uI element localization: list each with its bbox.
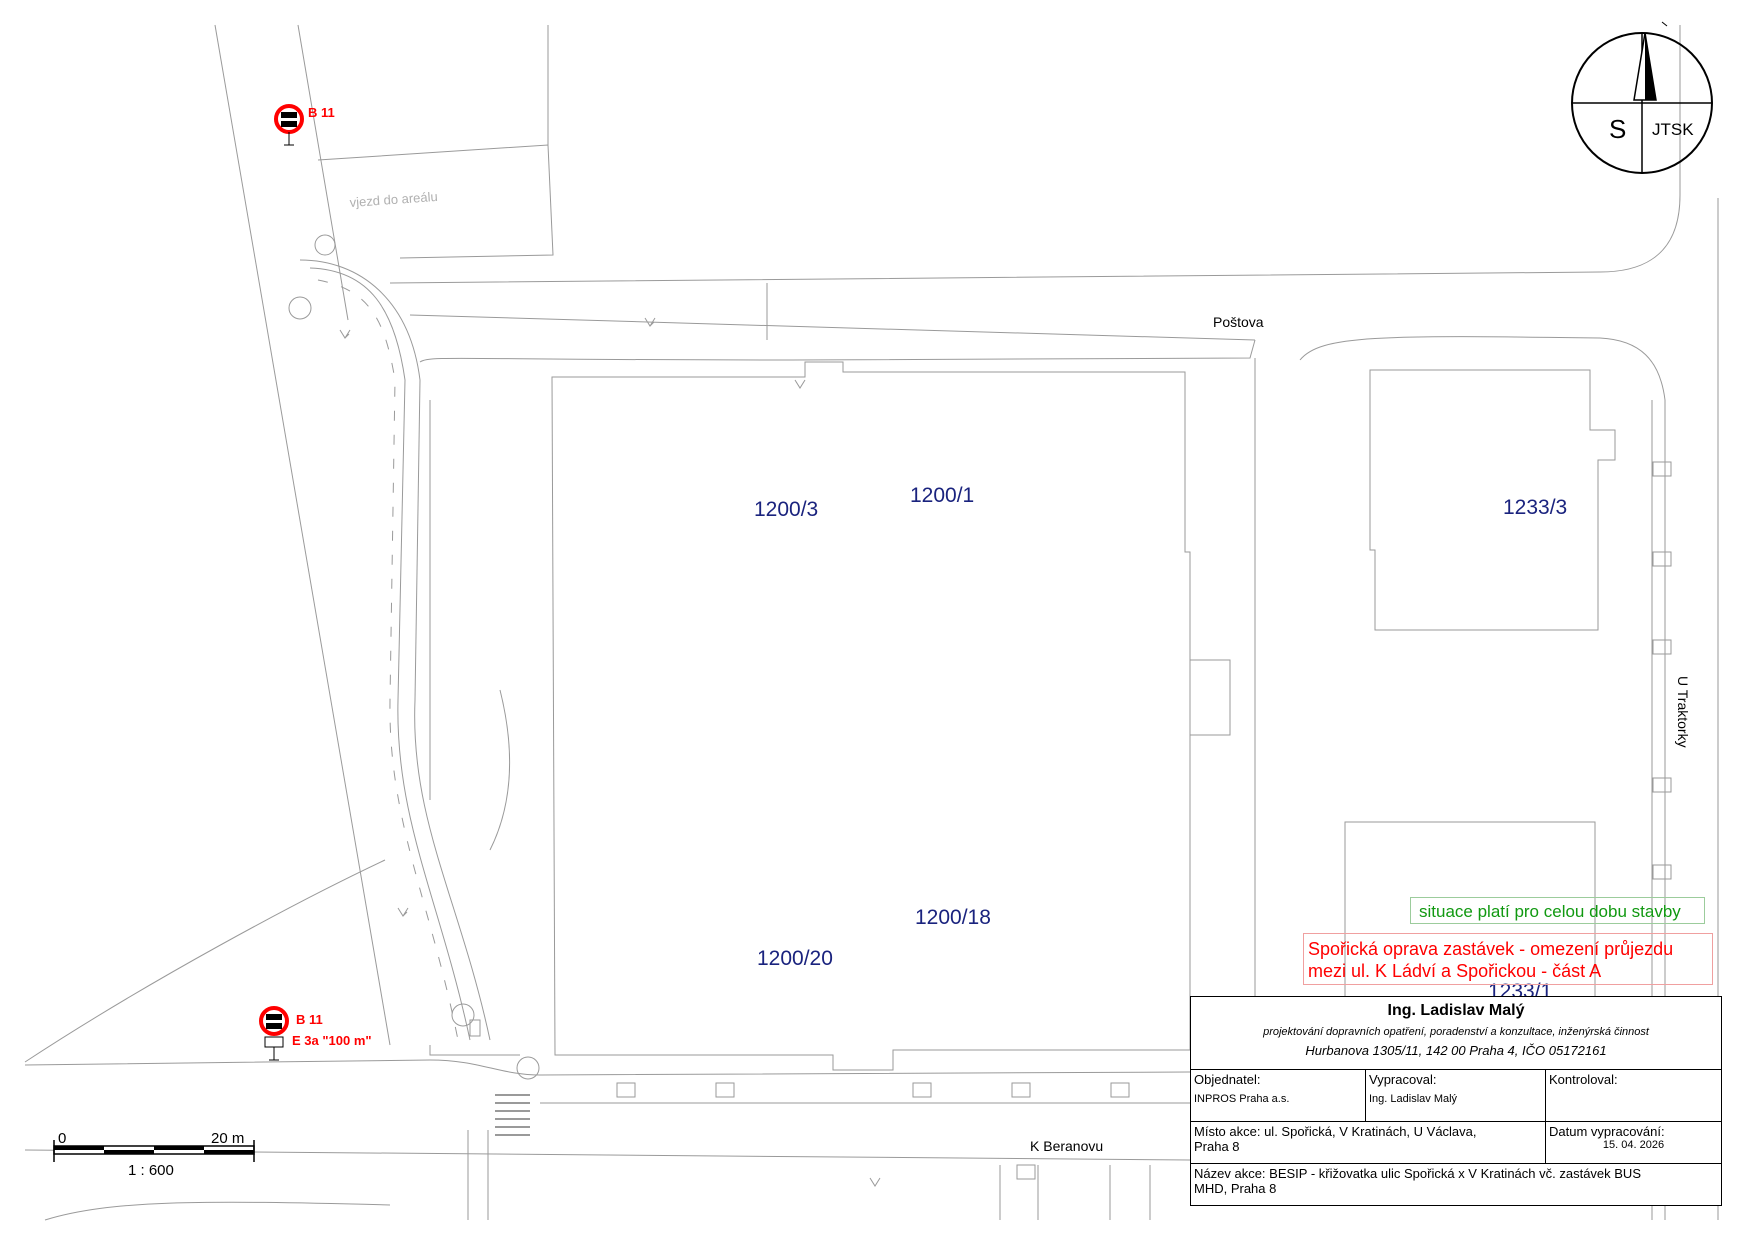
location-cell: Místo akce: ul. Spořická, V Kratinách, U… xyxy=(1191,1121,1546,1163)
compass-letter: S xyxy=(1609,114,1626,144)
project-note: Spořická oprava zastávek - omezení průje… xyxy=(1303,933,1713,985)
greenery-symbol xyxy=(397,907,409,917)
sign-b11-bottom xyxy=(259,1006,289,1061)
action-line2: MHD, Praha 8 xyxy=(1194,1181,1277,1196)
greenery-symbol xyxy=(794,379,806,389)
compound-fence xyxy=(317,144,554,259)
author-cell: Vypracoval: Ing. Ladislav Malý xyxy=(1366,1069,1546,1121)
greenery-symbol xyxy=(869,1177,881,1187)
diagonal-boundary xyxy=(24,859,386,1063)
parcel-number: 1200/1 xyxy=(910,484,974,507)
parking-bay xyxy=(912,1082,932,1098)
access-road-outer xyxy=(299,259,491,1041)
access-label: vjezd do areálu xyxy=(349,189,438,210)
scale-end: 20 m xyxy=(211,1130,244,1147)
parking-bay xyxy=(1110,1082,1130,1098)
location-line1: Místo akce: ul. Spořická, V Kratinách, U… xyxy=(1194,1124,1477,1139)
postova-bottom-right xyxy=(1299,336,1666,1220)
traffic-symbol xyxy=(516,1056,540,1080)
parcel-number: 1233/3 xyxy=(1503,496,1567,519)
date-label: Datum vypracování: xyxy=(1549,1124,1665,1139)
parking-bay xyxy=(1652,639,1672,655)
scale-ratio: 1 : 600 xyxy=(128,1162,174,1179)
scale-zero: 0 xyxy=(58,1130,66,1147)
company-address: Hurbanova 1305/11, 142 00 Praha 4, IČO 0… xyxy=(1305,1043,1607,1058)
inner-curve-boundary xyxy=(489,689,511,851)
parcel-number: 1200/20 xyxy=(757,947,833,970)
road-edge-left xyxy=(214,24,391,1046)
traffic-symbol xyxy=(469,1019,481,1037)
access-road-inner xyxy=(309,267,471,1041)
postova-mid-line xyxy=(409,314,1256,341)
company-services: projektování dopravních opatření, porade… xyxy=(1263,1026,1649,1038)
compass-system: JTSK xyxy=(1652,120,1694,139)
location-line2: Praha 8 xyxy=(1194,1139,1240,1154)
road-edge-right xyxy=(297,24,349,321)
action-line1: Název akce: BESIP - křižovatka ulic Spoř… xyxy=(1194,1166,1641,1181)
date-cell: Datum vypracování: 15. 04. 2026 xyxy=(1546,1121,1721,1163)
parking-bay xyxy=(715,1082,735,1098)
traffic-symbol xyxy=(451,1003,475,1027)
access-road-lane xyxy=(317,279,459,1041)
author-value: Ing. Ladislav Malý xyxy=(1369,1093,1458,1105)
parcel-boundary-right-2 xyxy=(1190,659,1231,736)
sign-label-b11-bottom: B 11 xyxy=(296,1012,323,1027)
street-label-postova: Poštova xyxy=(1213,314,1264,330)
north-arrow xyxy=(1571,21,1713,174)
postova-bottom-edge xyxy=(419,339,1256,363)
traffic-symbol xyxy=(314,234,336,256)
plaza-boundary xyxy=(429,1045,520,1056)
author-label: Vypracoval: xyxy=(1369,1072,1437,1087)
title-block-header: Ing. Ladislav Malý projektování dopravní… xyxy=(1191,997,1721,1067)
parking-bay xyxy=(1652,777,1672,793)
k-beranovu-lower-block xyxy=(999,1165,1151,1220)
greenery-symbol xyxy=(339,329,351,339)
parking-bay xyxy=(1011,1082,1031,1098)
street-label-u-traktorky: U Traktorky xyxy=(1675,676,1691,748)
building-1233-3 xyxy=(1369,369,1616,631)
client-cell: Objednatel: INPROS Praha a.s. xyxy=(1191,1069,1366,1121)
street-label-k-beranovu: K Beranovu xyxy=(1030,1138,1103,1154)
checked-label: Kontroloval: xyxy=(1549,1072,1618,1087)
zebra-crossing xyxy=(495,1094,530,1136)
building-central xyxy=(551,361,1191,1071)
k-beranovu-bottom-2 xyxy=(44,1201,391,1221)
traffic-symbol xyxy=(288,296,312,320)
title-block: Ing. Ladislav Malý projektování dopravní… xyxy=(1190,996,1722,1206)
sign-label-e3a: E 3a "100 m" xyxy=(292,1033,372,1048)
greenery-symbol xyxy=(644,317,656,327)
parking-bay xyxy=(1016,1164,1036,1180)
client-label: Objednatel: xyxy=(1194,1072,1261,1087)
validity-note: situace platí pro celou dobu stavby xyxy=(1410,897,1705,924)
parking-bay xyxy=(1652,461,1672,477)
checked-cell: Kontroloval: xyxy=(1546,1069,1721,1121)
parcel-number: 1200/3 xyxy=(754,498,818,521)
project-note-line2: mezi ul. K Ládví a Spořickou - část A xyxy=(1308,961,1602,981)
project-note-line1: Spořická oprava zastávek - omezení průje… xyxy=(1308,939,1674,959)
parcel-number: 1200/18 xyxy=(915,906,991,929)
date-value: 15. 04. 2026 xyxy=(1602,1139,1665,1151)
company-name: Ing. Ladislav Malý xyxy=(1387,1002,1525,1019)
client-value: INPROS Praha a.s. xyxy=(1194,1093,1290,1105)
sign-b11-top xyxy=(274,104,304,146)
scale-bar xyxy=(53,1140,255,1162)
action-cell: Název akce: BESIP - křižovatka ulic Spoř… xyxy=(1191,1163,1721,1205)
parking-bay xyxy=(1652,864,1672,880)
sign-label-b11-top: B 11 xyxy=(308,105,335,120)
postova-top-edge xyxy=(389,194,1681,284)
parking-bay xyxy=(616,1082,636,1098)
parking-bay xyxy=(1652,551,1672,567)
k-beranovu-top-edge xyxy=(24,1059,1191,1076)
